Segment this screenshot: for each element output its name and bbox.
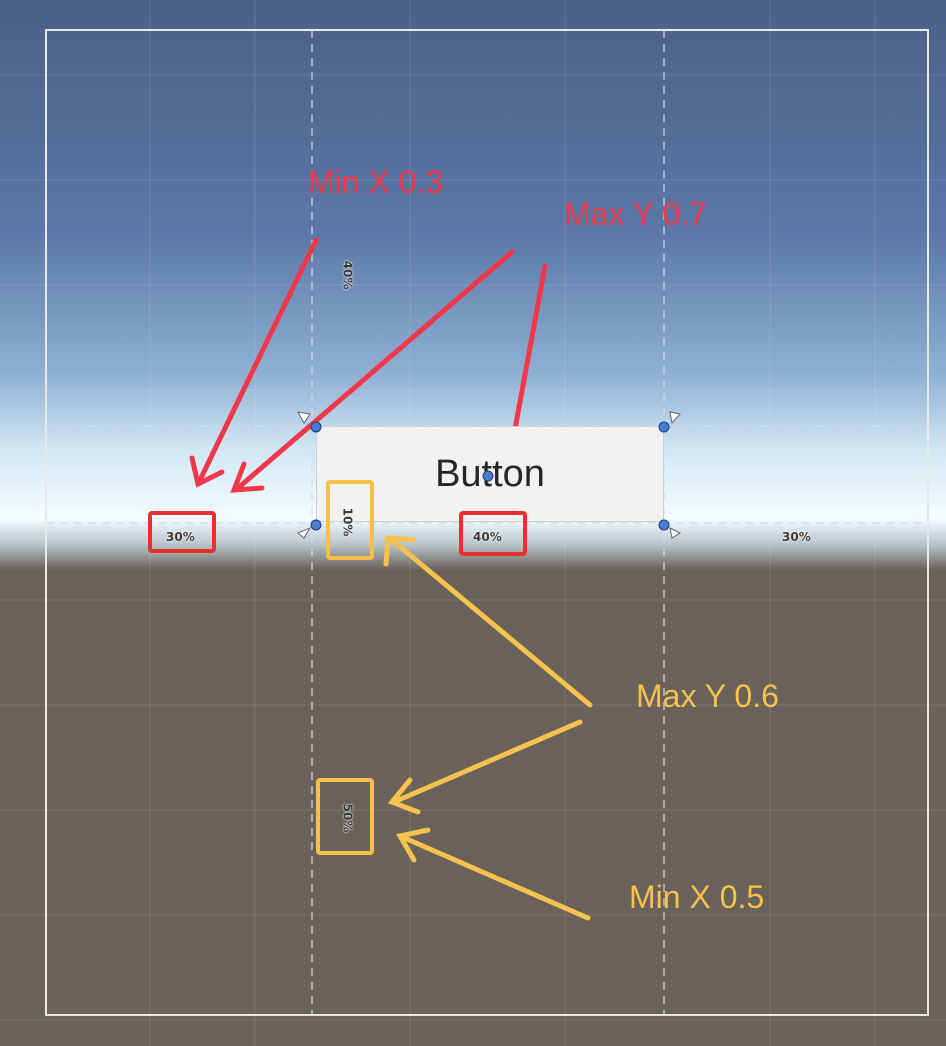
handle-bottom-right[interactable]: [658, 519, 670, 531]
percent-top: 40%: [340, 260, 355, 290]
highlight-center-40: [459, 511, 527, 556]
annotation-min-x-05: Min X 0.5: [629, 879, 765, 915]
handle-bottom-left[interactable]: [310, 519, 322, 531]
highlight-bottom-50: [316, 778, 374, 855]
percent-left: 30%: [166, 530, 195, 544]
ground-background: [0, 570, 946, 1046]
percent-right: 30%: [782, 530, 811, 544]
anchor-triangles[interactable]: [297, 411, 682, 539]
handle-top-right[interactable]: [658, 421, 670, 433]
pivot-handle[interactable]: [482, 470, 494, 482]
annotation-min-x-03: Min X 0.3: [308, 164, 444, 200]
annotation-max-y-06: Max Y 0.6: [636, 678, 779, 714]
highlight-gap-10: [326, 480, 374, 560]
handle-top-left[interactable]: [310, 421, 322, 433]
annotation-max-y-07: Max Y 0.7: [564, 196, 707, 232]
highlight-left-30: [148, 511, 216, 553]
yellow-arrows: [383, 535, 593, 921]
percent-center: 40%: [473, 530, 502, 544]
horizon-band: [0, 520, 946, 570]
